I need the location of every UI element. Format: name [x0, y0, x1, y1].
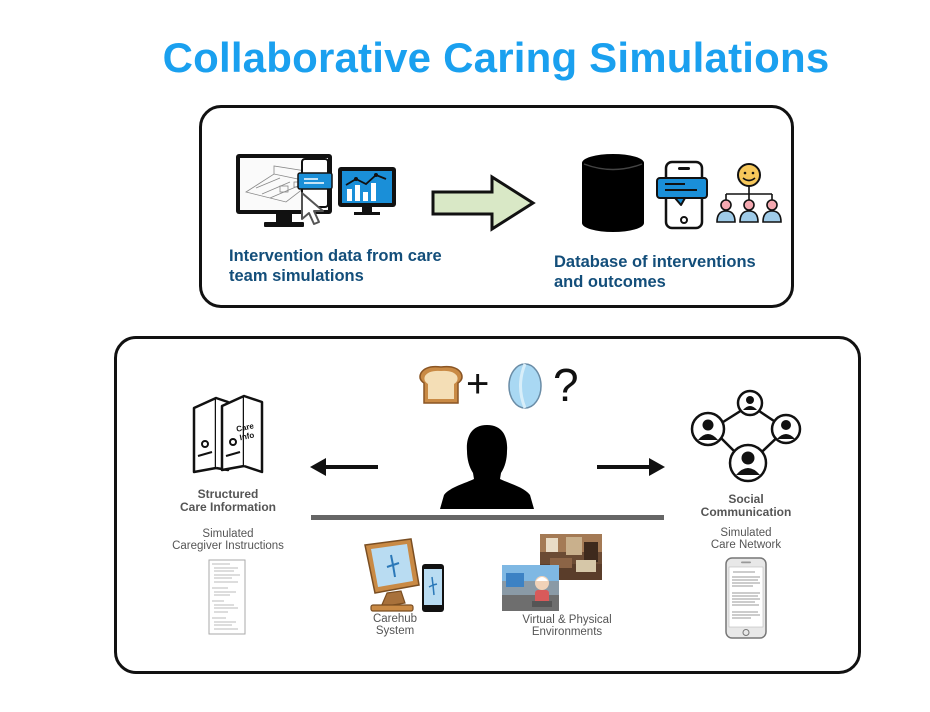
structured-line1: Structured — [197, 487, 259, 501]
intervention-label-line2: team simulations — [229, 267, 364, 285]
dashboard-monitor-icon — [336, 165, 398, 217]
virtual-environments-label: Virtual & Physical Environments — [512, 614, 622, 638]
phone-cursor-icon — [296, 157, 336, 227]
social-communication-label: Social Communication — [680, 493, 812, 519]
carehub-system-label: Carehub System — [350, 613, 440, 637]
instructions-document-thumbnail — [208, 559, 246, 635]
simulated-network-line1: Simulated — [720, 527, 772, 539]
carehub-kiosk-icon — [361, 537, 427, 613]
database-label: Database of interventions and outcomes — [554, 252, 794, 292]
room-photo-image — [540, 534, 602, 580]
carehub-line2: System — [375, 625, 415, 637]
care-network-phone-thumbnail — [725, 557, 767, 639]
phone-message-icon — [655, 160, 713, 232]
flow-arrow-icon — [430, 174, 536, 232]
structured-line2: Care Information — [179, 500, 276, 514]
bread-icon — [418, 365, 464, 405]
pill-icon — [506, 362, 544, 410]
carehub-phone-icon — [421, 563, 445, 613]
database-icon — [580, 153, 646, 233]
database-label-line2: and outcomes — [554, 273, 666, 291]
simulated-instr-line1: Simulated — [202, 528, 254, 540]
simulated-network-label: Simulated Care Network — [680, 527, 812, 551]
social-network-icon — [690, 389, 802, 483]
question-mark: ? — [553, 359, 579, 411]
intervention-data-label: Intervention data from care team simulat… — [229, 246, 489, 286]
virtual-line1: Virtual & Physical — [522, 614, 612, 626]
binders-icon — [188, 392, 268, 474]
database-label-line1: Database of interventions — [554, 253, 756, 271]
simulated-instr-line2: Caregiver Instructions — [172, 540, 284, 552]
team-hierarchy-icon — [712, 162, 786, 224]
social-line2: Communication — [700, 505, 792, 519]
person-silhouette-icon — [440, 423, 534, 509]
carehub-line1: Carehub — [372, 613, 418, 625]
page-title: Collaborative Caring Simulations — [162, 34, 830, 81]
simulated-network-line2: Care Network — [710, 539, 782, 551]
simulated-instructions-label: Simulated Caregiver Instructions — [148, 528, 308, 552]
social-line1: Social — [728, 492, 764, 506]
right-arrow-icon — [595, 456, 667, 478]
intervention-label-line1: Intervention data from care — [229, 247, 442, 265]
left-arrow-icon — [308, 456, 380, 478]
plus-sign: + — [466, 362, 490, 406]
divider-line — [311, 515, 664, 520]
virtual-environment-image — [502, 565, 559, 611]
virtual-line2: Environments — [531, 626, 603, 638]
structured-care-label: Structured Care Information — [158, 488, 298, 514]
